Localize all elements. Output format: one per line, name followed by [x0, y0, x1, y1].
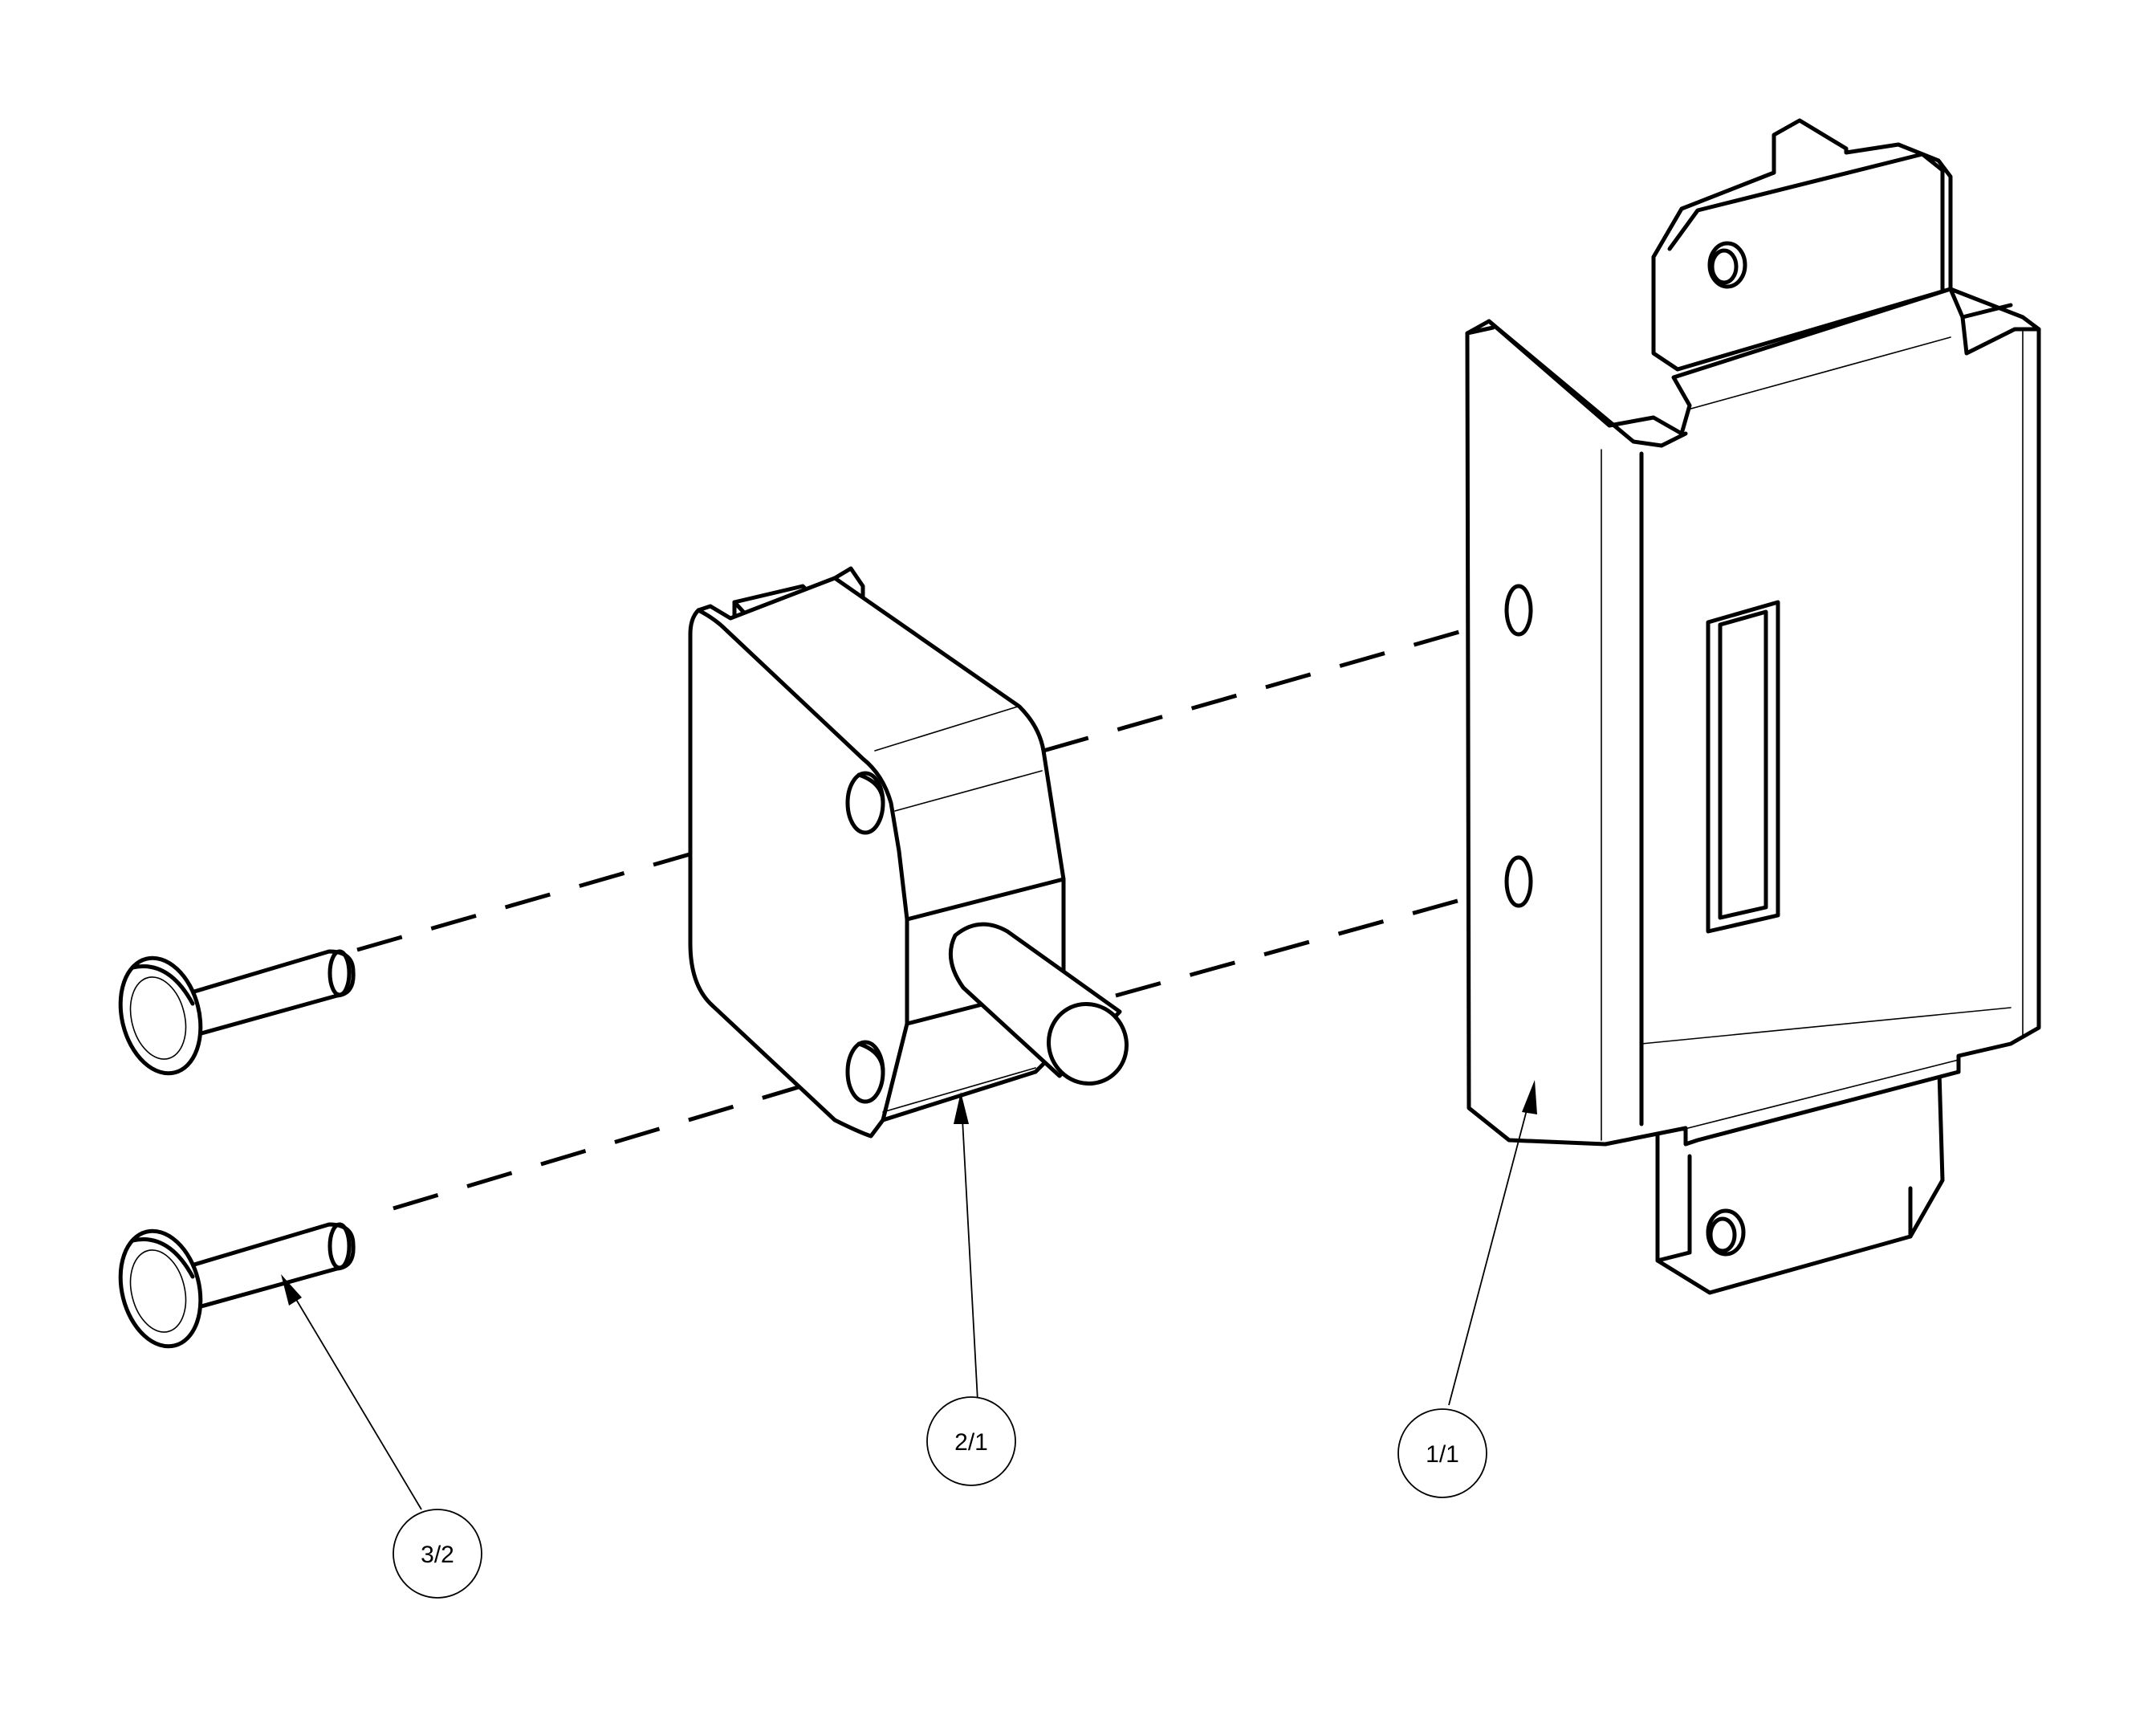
balloon-circle-1 — [1397, 1408, 1487, 1498]
switch-hole-lower — [845, 1040, 885, 1104]
arrowhead-1 — [1522, 1080, 1537, 1114]
switch-plunger-tip — [1046, 1001, 1129, 1086]
bracket-front-hole-upper — [1504, 584, 1533, 637]
arrowhead-3 — [281, 1274, 302, 1306]
alignment-line-lower — [393, 1065, 864, 1211]
alignment-line-upper — [356, 802, 864, 952]
balloon-item-3: 3/2 — [393, 1509, 482, 1599]
leader-lines — [281, 1080, 1537, 1510]
bracket-part — [1465, 118, 2041, 1295]
switch-hole-upper — [845, 771, 885, 835]
pin-part-upper — [118, 949, 356, 1076]
bracket-slot — [1706, 600, 1780, 934]
alignment-line-lower-right — [1115, 881, 1522, 998]
alignment-lines — [356, 612, 1522, 1211]
balloon-item-2: 2/1 — [926, 1396, 1016, 1486]
leader-line-3 — [287, 1284, 422, 1510]
balloon-circle-3 — [393, 1509, 482, 1599]
bracket-top-tab — [1651, 118, 1953, 372]
balloon-circle-2 — [926, 1396, 1016, 1486]
balloon-item-1: 1/1 — [1397, 1408, 1487, 1498]
arrowhead-2 — [954, 1092, 969, 1124]
balloon-label-2: 2/1 — [954, 1429, 988, 1456]
bracket-top-tab-edge — [1667, 152, 1945, 291]
pin-part-lower — [118, 1222, 356, 1349]
micro-switch-part — [688, 566, 1129, 1139]
leader-line-2 — [961, 1103, 978, 1402]
alignment-line-upper-right — [1043, 612, 1522, 753]
leader-line-1 — [1448, 1091, 1532, 1406]
balloon-label-3: 3/2 — [421, 1542, 454, 1568]
bracket-front-hole-lower — [1504, 855, 1533, 908]
balloon-label-1: 1/1 — [1426, 1441, 1459, 1468]
